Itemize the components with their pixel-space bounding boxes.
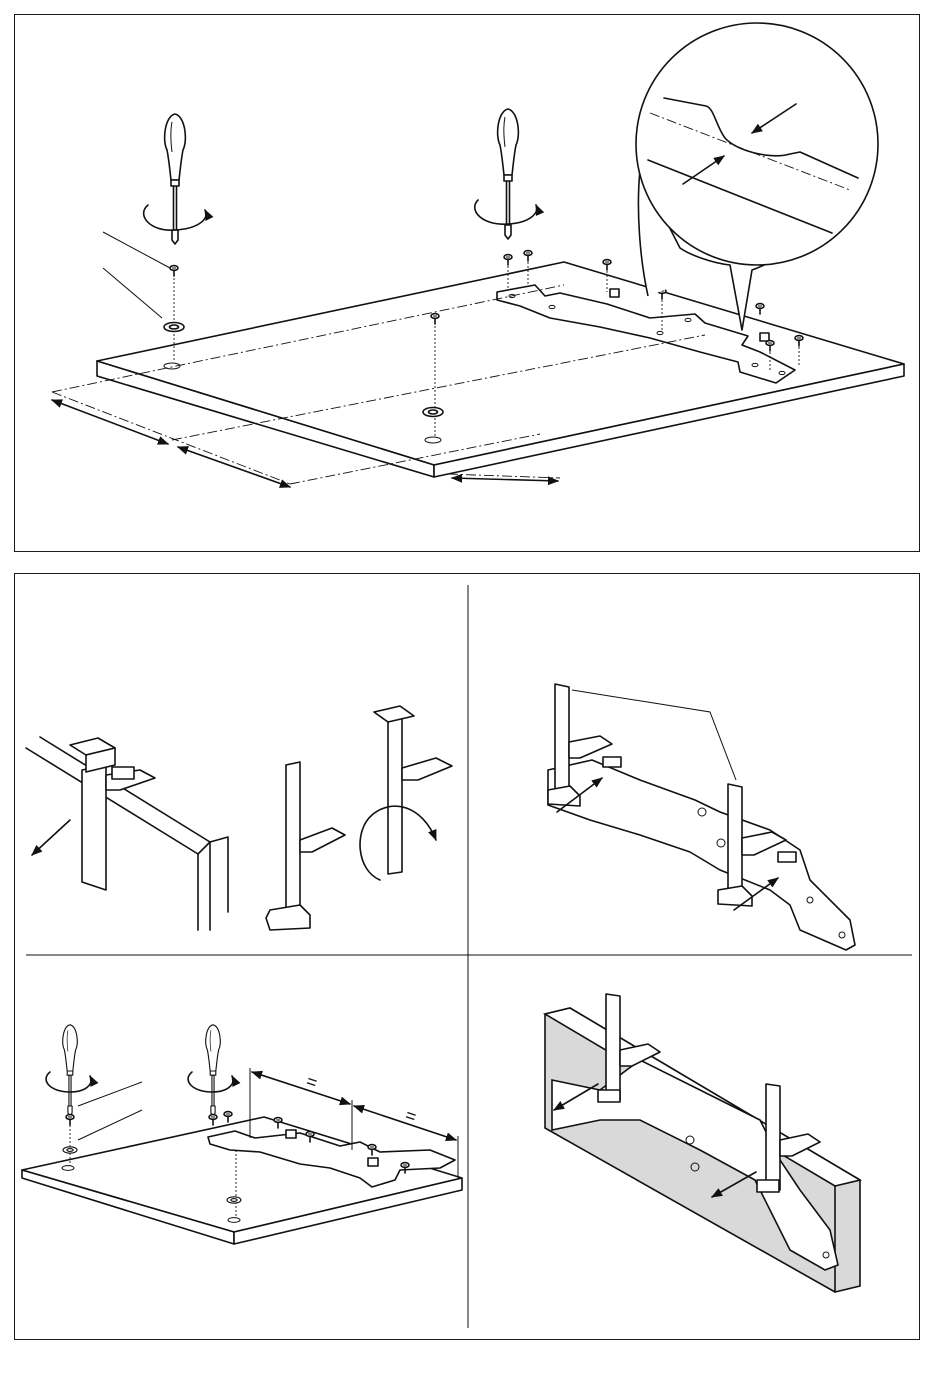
rotate-arrow-icon [144,205,206,230]
detail-magnifier [636,23,878,265]
clip-removal-illustration [26,706,452,930]
top-step-illustration [52,23,904,487]
screw-icon [170,266,178,276]
washer-icon [164,323,184,332]
dimension-arrow-3 [452,478,558,481]
pull-arrow-icon [32,820,70,855]
dimension-arrow-2 [178,447,290,487]
clip-square-icon [610,289,619,297]
screwdriver-icon [63,1025,78,1116]
screw-bracket-illustration: = = [22,1025,462,1244]
callout-line [103,232,170,268]
equal-mark-2: = [403,1105,419,1127]
dimension-arrow-1 [52,400,168,444]
screwdriver-icon [165,114,186,244]
attach-clips-illustration [548,684,855,950]
screwdriver-icon [206,1025,221,1116]
bracket [548,760,855,950]
equal-mark-1: = [304,1071,320,1093]
screwdriver-icon [498,109,519,239]
dimension-arrow-1 [252,1072,350,1104]
hang-on-wall-illustration [545,994,860,1292]
